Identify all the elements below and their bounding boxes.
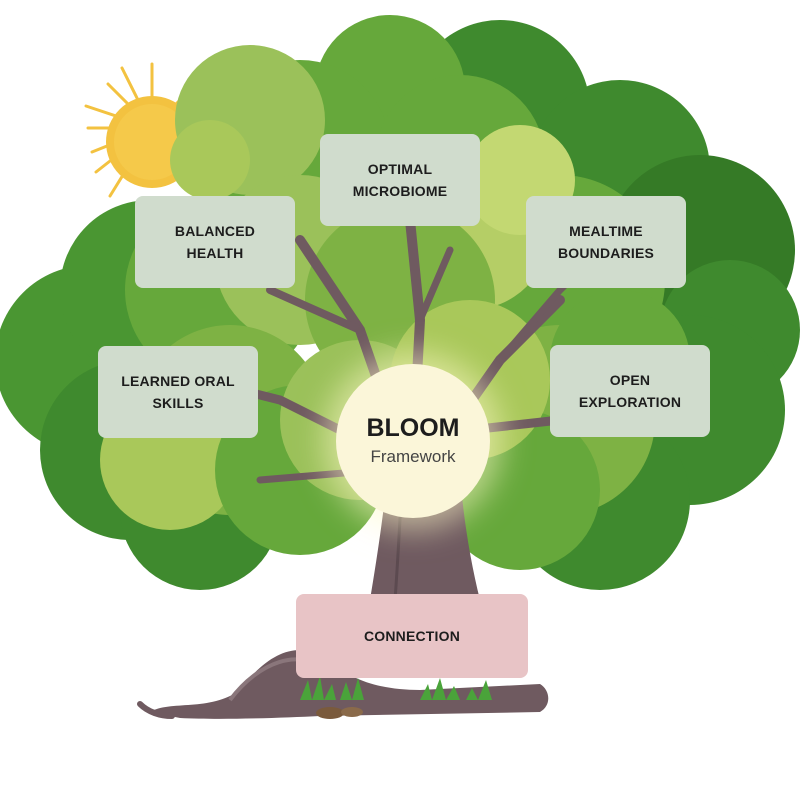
node-mealtime-boundaries: MEALTIME BOUNDARIES (526, 196, 686, 288)
node-open-exploration: OPEN EXPLORATION (550, 345, 710, 437)
node-connection: CONNECTION (296, 594, 528, 678)
node-optimal-microbiome: OPTIMAL MICROBIOME (320, 134, 480, 226)
node-learned-oral-skills: LEARNED ORAL SKILLS (98, 346, 258, 438)
node-balanced-health: BALANCED HEALTH (135, 196, 295, 288)
center-title: BLOOM (366, 414, 460, 442)
center-circle: BLOOM Framework (336, 364, 490, 518)
tree-roots (137, 650, 549, 719)
center-subtitle: Framework (370, 447, 456, 466)
grass-tufts (300, 676, 492, 700)
